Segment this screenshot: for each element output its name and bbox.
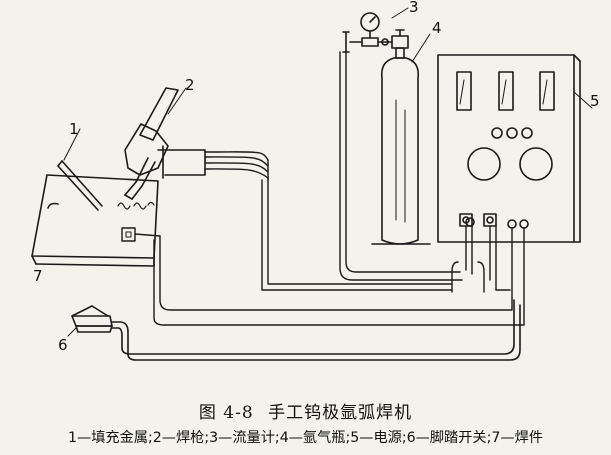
label-4: 4 bbox=[432, 19, 442, 37]
torch-cable-bundle bbox=[204, 151, 269, 181]
label-6: 6 bbox=[58, 336, 68, 354]
figure-legend: 1—填充金属;2—焊枪;3—流量计;4—氩气瓶;5—电源;6—脚踏开关;7—焊件 bbox=[68, 430, 543, 446]
filler-metal-rod bbox=[57, 128, 103, 211]
figure-number: 图 4-8 bbox=[198, 403, 254, 423]
label-2: 2 bbox=[185, 76, 195, 94]
control-knob-left bbox=[467, 147, 501, 181]
main-cables bbox=[134, 177, 525, 326]
label-3: 3 bbox=[409, 0, 419, 16]
tig-welder-diagram: 1 2 3 4 5 6 7 bbox=[31, 0, 600, 361]
control-knob-right bbox=[519, 147, 553, 181]
flow-meter bbox=[342, 7, 409, 59]
figure-caption: 图 4-8 手工钨极氩弧焊机 bbox=[0, 398, 611, 423]
power-leads bbox=[451, 225, 525, 306]
label-7: 7 bbox=[33, 267, 43, 285]
label-1: 1 bbox=[69, 120, 79, 138]
meter-1 bbox=[456, 71, 472, 111]
welding-torch bbox=[117, 87, 206, 210]
figure-title: 手工钨极氩弧焊机 bbox=[268, 403, 413, 423]
meter-2 bbox=[498, 71, 514, 111]
meter-3 bbox=[539, 71, 555, 111]
label-5: 5 bbox=[590, 92, 600, 110]
argon-cylinder bbox=[371, 33, 431, 245]
power-source bbox=[437, 54, 593, 243]
foot-switch bbox=[67, 299, 521, 361]
gas-hose bbox=[339, 51, 463, 281]
